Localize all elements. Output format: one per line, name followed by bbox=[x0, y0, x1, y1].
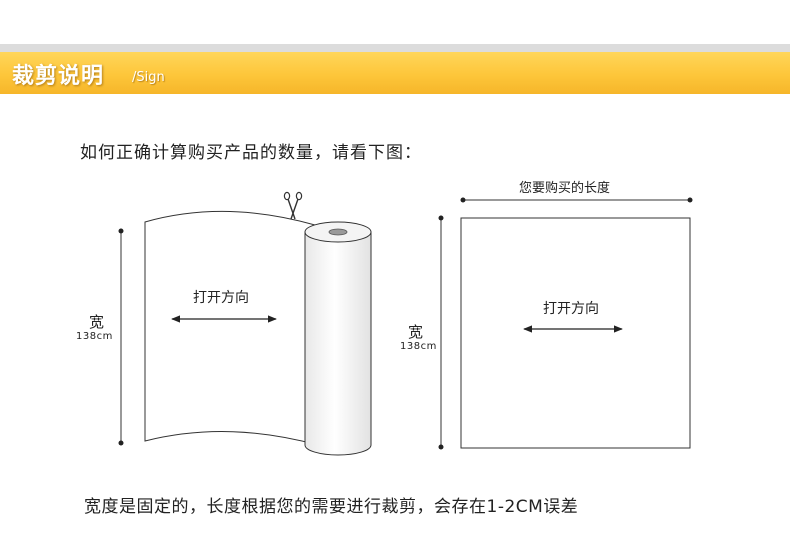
roll-width-label: 宽 bbox=[89, 313, 105, 331]
square-width-value: 138cm bbox=[400, 341, 437, 352]
cut-piece-diagram bbox=[438, 197, 693, 450]
intro-text: 如何正确计算购买产品的数量，请看下图： bbox=[80, 143, 422, 163]
square-length-label: 您要购买的长度 bbox=[519, 181, 611, 196]
square-width-label: 宽 bbox=[408, 323, 424, 341]
fabric-roll-diagram bbox=[118, 191, 372, 456]
square-open-direction-label: 打开方向 bbox=[543, 301, 599, 317]
cut-piece bbox=[460, 217, 691, 449]
roll-open-direction-label: 打开方向 bbox=[193, 290, 249, 306]
section-subtitle: /Sign bbox=[132, 70, 165, 85]
fabric-sheet bbox=[144, 210, 319, 446]
section-title: 裁剪说明 bbox=[12, 64, 105, 89]
top-divider-strip bbox=[0, 44, 790, 52]
section-banner: 裁剪说明 /Sign bbox=[0, 52, 790, 94]
roll-width-value: 138cm bbox=[76, 331, 113, 342]
fabric-roll bbox=[304, 231, 372, 456]
footnote-text: 宽度是固定的，长度根据您的需要进行裁剪，会存在1-2CM误差 bbox=[84, 497, 579, 517]
roll-core bbox=[328, 228, 348, 236]
scissors-icon bbox=[283, 191, 303, 220]
